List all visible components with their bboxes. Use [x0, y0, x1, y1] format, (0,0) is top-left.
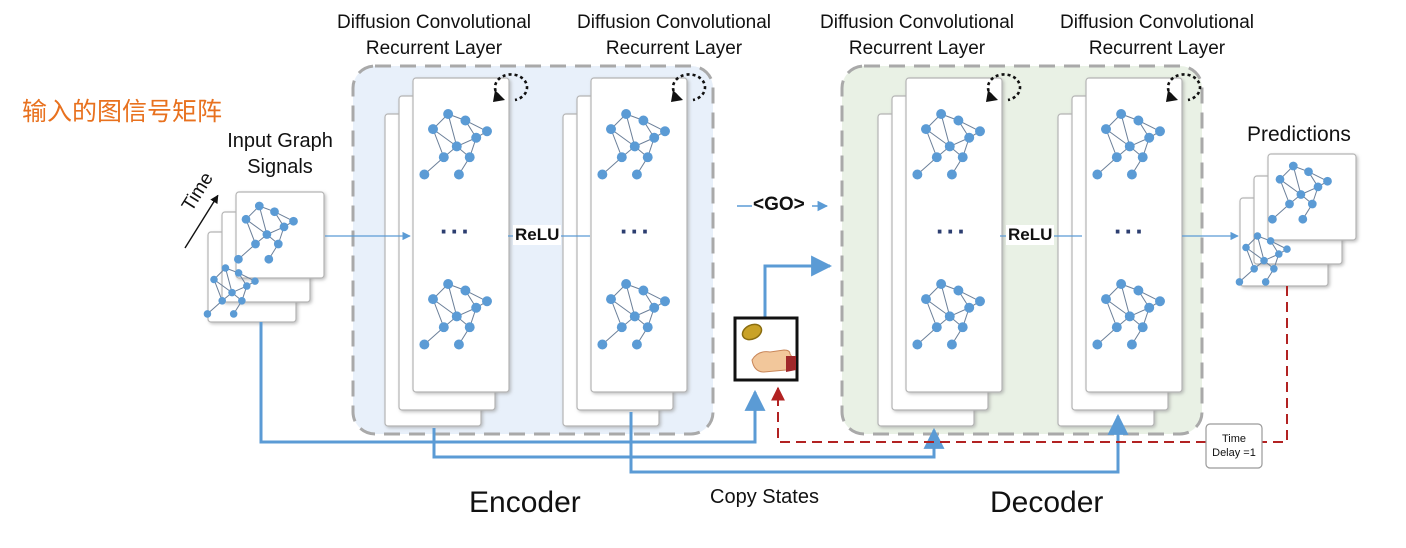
time-delay-line1: Time	[1221, 433, 1247, 445]
graph-glyph-bottom	[419, 279, 492, 350]
graph-glyph-bottom	[597, 279, 670, 350]
copy-states-label: Copy States	[710, 486, 819, 508]
layer-heading-4: Diffusion Convolutional Recurrent Layer	[1041, 10, 1273, 62]
graph-glyph-bottom	[912, 279, 985, 350]
time-delay-label: Time Delay =1	[1206, 432, 1262, 460]
graph-glyph-top	[912, 109, 985, 180]
layer-heading-4-line2: Recurrent Layer	[1088, 38, 1226, 59]
copy-states-line-2	[629, 412, 1129, 474]
graph-glyph-top	[419, 109, 492, 180]
recurrence-loop-icon	[1166, 73, 1202, 102]
recurrence-loop-icon	[671, 73, 707, 102]
prediction-graph-back	[1235, 232, 1291, 286]
input-label: Input Graph Signals	[212, 128, 348, 180]
layer-stack-4	[1057, 73, 1202, 427]
feedback-delay-line-2	[771, 386, 1206, 443]
relu-label-decoder: ReLU	[1006, 225, 1055, 245]
input-graph-back	[203, 264, 259, 318]
graph-glyph-top	[1092, 109, 1165, 180]
input-label-line1: Input Graph	[227, 130, 333, 152]
input-card-front	[235, 191, 325, 279]
layer-heading-3-line1: Diffusion Convolutional	[820, 12, 1014, 33]
ellipsis-1: ···	[440, 216, 472, 246]
time-delay-box	[1205, 423, 1263, 469]
layer-heading-3: Diffusion Convolutional Recurrent Layer	[801, 10, 1033, 62]
graph-glyph-top	[597, 109, 670, 180]
coin-icon	[741, 323, 763, 341]
encoder-label: Encoder	[469, 486, 581, 519]
layer-heading-2: Diffusion Convolutional Recurrent Layer	[558, 10, 790, 62]
time-arrow	[184, 194, 219, 249]
predictions-label: Predictions	[1247, 123, 1351, 146]
layer-stack-1	[384, 73, 529, 427]
layer-heading-4-line1: Diffusion Convolutional	[1060, 12, 1254, 33]
feedback-delay-line	[1262, 286, 1288, 443]
recurrence-loop-icon	[493, 73, 529, 102]
input-signal-stack	[203, 191, 325, 323]
layer-card-front	[412, 77, 510, 393]
layer-heading-1: Diffusion Convolutional Recurrent Layer	[318, 10, 550, 62]
layer-heading-1-line1: Diffusion Convolutional	[337, 12, 531, 33]
input-graph-front	[234, 201, 298, 264]
layer-heading-2-line1: Diffusion Convolutional	[577, 12, 771, 33]
ellipsis-3: ···	[936, 216, 968, 246]
layer-card-front	[1085, 77, 1183, 393]
copy-states-line-1	[432, 427, 945, 459]
ellipsis-4: ···	[1114, 216, 1146, 246]
layer-card-front	[590, 77, 688, 393]
time-delay-line2: Delay =1	[1212, 447, 1256, 459]
recurrence-loop-icon	[986, 73, 1022, 102]
coin-to-decoder-arrow	[763, 255, 833, 318]
input-to-coin-line	[259, 322, 766, 444]
layer-heading-3-line2: Recurrent Layer	[848, 38, 986, 59]
coin-flip-box	[733, 316, 799, 382]
ellipsis-2: ···	[620, 216, 652, 246]
layer-stack-2	[562, 73, 707, 427]
decoder-label: Decoder	[990, 486, 1104, 519]
layer-heading-2-line2: Recurrent Layer	[605, 38, 743, 59]
go-token: <GO>	[753, 194, 805, 216]
prediction-graph-front	[1268, 161, 1332, 224]
input-label-line2: Signals	[247, 156, 313, 178]
predictions-stack	[1235, 153, 1357, 287]
layer-card-front	[905, 77, 1003, 393]
prediction-card-front	[1267, 153, 1357, 241]
layer-stack-3	[877, 73, 1022, 427]
layer-heading-1-line2: Recurrent Layer	[365, 38, 503, 59]
chinese-title: 输入的图信号矩阵	[22, 97, 223, 126]
relu-label-encoder: ReLU	[513, 225, 562, 245]
graph-glyph-bottom	[1092, 279, 1165, 350]
